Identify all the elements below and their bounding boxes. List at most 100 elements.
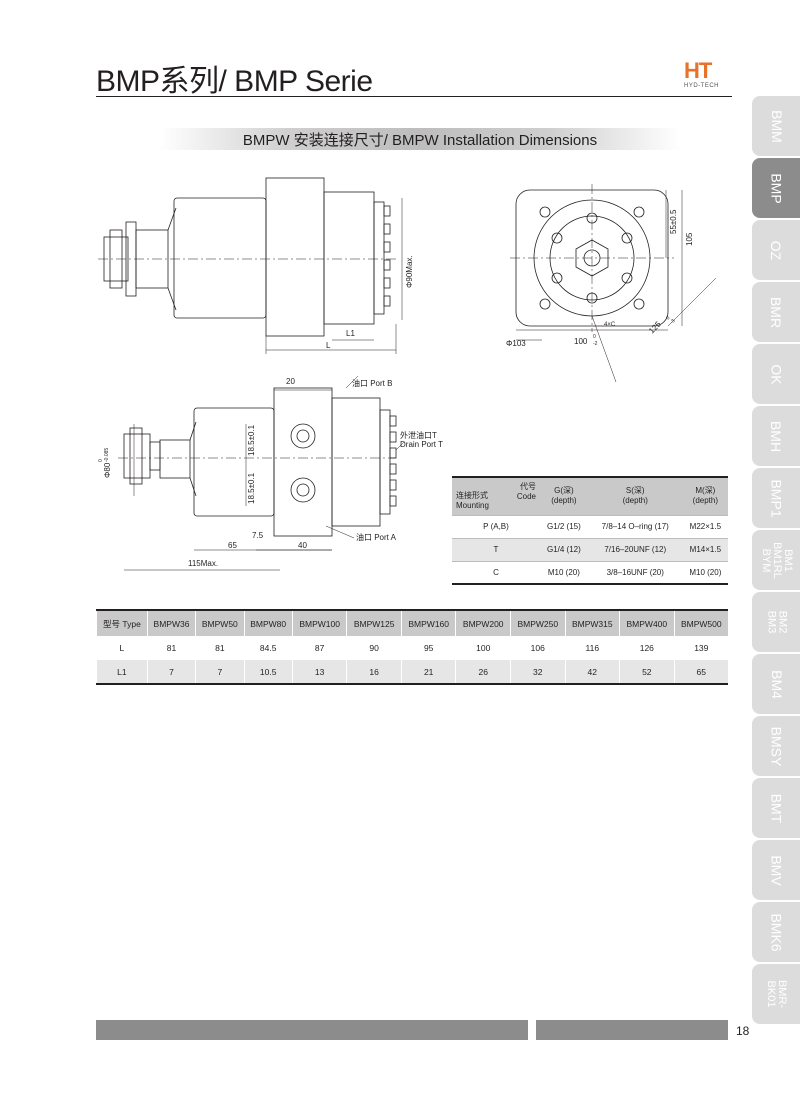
- label-l1: L1: [346, 329, 355, 338]
- label-l: L: [326, 341, 331, 350]
- footer-bar-left: [96, 1020, 528, 1040]
- table-cell: P (A,B): [452, 515, 540, 539]
- table-cell: 7: [195, 660, 245, 684]
- table-cell: 26: [455, 660, 511, 684]
- table-row: C M10 (20) 3/8–16UNF (20) M10 (20): [452, 561, 728, 585]
- column-header: BMPW125: [346, 610, 402, 636]
- side-tab-label: BMK6: [768, 912, 785, 952]
- label-100: 100: [574, 337, 588, 346]
- side-tab-label: BMV: [768, 854, 785, 886]
- table-cell: 32: [509, 660, 566, 684]
- side-tab-label: BMP: [768, 172, 785, 204]
- side-tab-bm1-bm1rl-bym[interactable]: BM1 BM1RL BYM: [752, 530, 800, 590]
- column-header: BMPW250: [509, 610, 566, 636]
- column-header: BMPW400: [619, 610, 675, 636]
- column-header: BMPW160: [400, 610, 456, 636]
- table-cell: 81: [195, 636, 245, 660]
- label-55: 55±0.5: [669, 209, 678, 234]
- label-drain-cn: 外泄油口T: [400, 430, 437, 440]
- column-header: BMPW100: [291, 610, 347, 636]
- label-20: 20: [286, 377, 295, 386]
- table-cell: M22×1.5: [682, 515, 728, 539]
- front-view: [510, 184, 717, 383]
- table-cell: 65: [673, 660, 728, 684]
- side-tab-label: BMT: [768, 793, 785, 823]
- side-tab-label: OZ: [768, 240, 785, 260]
- label-dia90: Φ90Max.: [405, 255, 414, 288]
- side-tab-label: BMH: [768, 420, 785, 452]
- table-cell: M10 (20): [540, 561, 588, 585]
- section-title-bar: [160, 128, 680, 150]
- label-drain-en: Drain Port T: [400, 440, 443, 449]
- side-tab-oz[interactable]: OZ: [752, 220, 800, 280]
- label-4xc: 4×C: [604, 322, 616, 328]
- side-view-bottom: [118, 375, 405, 571]
- installation-drawing: Φ90Max. L1 L 55±0.5 105 100 0 -2 4×C 125…: [98, 177, 717, 571]
- page-title: BMP系列/ BMP Serie: [96, 65, 373, 98]
- corner-mounting-cn: 连接形式: [456, 490, 488, 500]
- label-185a: 18.5±0.1: [247, 424, 256, 456]
- label-65: 65: [228, 541, 237, 550]
- column-header: 型号 Type: [96, 610, 148, 636]
- logo-subtitle: HYD-TECH: [684, 83, 719, 89]
- table-cell: G1/2 (15): [540, 515, 588, 539]
- side-tab-bmsy[interactable]: BMSY: [752, 716, 800, 776]
- side-tab-bmv[interactable]: BMV: [752, 840, 800, 900]
- footer-bar-right: [536, 1020, 728, 1040]
- label-125: 125: [647, 319, 663, 335]
- side-tab-bm4[interactable]: BM4: [752, 654, 800, 714]
- col-header-s: S(深)(depth): [587, 477, 683, 516]
- table-cell: 87: [291, 636, 347, 660]
- table-cell: M10 (20): [682, 561, 728, 585]
- logo-mark: HT: [684, 58, 712, 83]
- column-header: BMPW315: [564, 610, 620, 636]
- table-cell: 42: [564, 660, 620, 684]
- side-tab-label: BM4: [768, 669, 785, 699]
- label-185b: 18.5±0.1: [247, 472, 256, 504]
- table-cell: M14×1.5: [682, 538, 728, 562]
- side-tab-label: BMR- BK01: [764, 979, 788, 1009]
- side-tab-bmh[interactable]: BMH: [752, 406, 800, 466]
- corner-code-cn: 代号: [520, 482, 536, 491]
- label-100-tol-bot: -2: [593, 341, 598, 347]
- side-tab-bmk6[interactable]: BMK6: [752, 902, 800, 962]
- table-cell: 10.5: [243, 660, 293, 684]
- table-row: T G1/4 (12) 7/16–20UNF (12) M14×1.5: [452, 538, 728, 562]
- label-100-tol-top: 0: [593, 334, 596, 340]
- side-tab-bmr[interactable]: BMR: [752, 282, 800, 342]
- side-tab-bmr-bk01[interactable]: BMR- BK01: [752, 964, 800, 1024]
- side-tab-bmp1[interactable]: BMP1: [752, 468, 800, 528]
- side-tab-bmm[interactable]: BMM: [752, 96, 800, 156]
- table-cell: 52: [619, 660, 675, 684]
- column-header: BMPW50: [195, 610, 245, 636]
- col-header-g: G(深)(depth): [540, 477, 588, 516]
- table-cell: 139: [673, 636, 728, 660]
- label-port-b: 油口 Port B: [352, 378, 392, 388]
- label-115: 115Max.: [188, 559, 218, 568]
- table-cell: C: [452, 561, 540, 585]
- side-view-top: [98, 177, 403, 354]
- side-tab-label: BMM: [768, 109, 785, 143]
- table-row: P (A,B) G1/2 (15) 7/8–14 O–ring (17) M22…: [452, 515, 728, 539]
- side-tab-bm2-bm3[interactable]: BM2 BM3: [752, 592, 800, 652]
- table-cell: 126: [619, 636, 675, 660]
- label-40: 40: [298, 541, 307, 550]
- table-cell: 13: [291, 660, 347, 684]
- col-header-m: M(深)(depth): [682, 477, 728, 516]
- label-dia103: Φ103: [506, 339, 526, 348]
- side-tab-bmp[interactable]: BMP: [752, 158, 800, 218]
- table-cell: 81: [146, 636, 196, 660]
- column-header: BMPW80: [243, 610, 293, 636]
- column-header: BMPW36: [146, 610, 196, 636]
- side-tab-bmt[interactable]: BMT: [752, 778, 800, 838]
- side-tab-label: OK: [768, 363, 785, 385]
- table-cell: L1: [96, 660, 148, 684]
- table-cell: 16: [346, 660, 402, 684]
- label-7-5: 7.5: [252, 531, 264, 540]
- side-tab-ok[interactable]: OK: [752, 344, 800, 404]
